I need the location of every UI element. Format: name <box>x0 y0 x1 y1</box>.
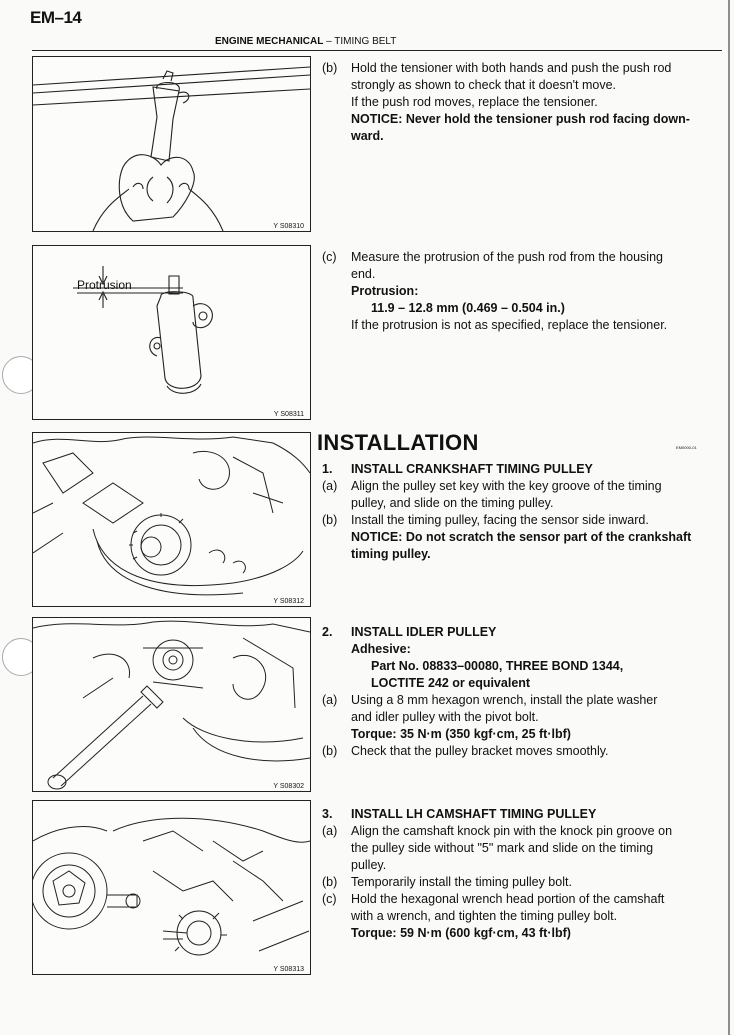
step2-a-text: Using a 8 mm hexagon wrench, install the… <box>351 692 726 743</box>
figure-id: Y S08313 <box>273 966 304 973</box>
subsection-title: TIMING BELT <box>334 36 397 47</box>
text-line: If the protrusion is not as specified, r… <box>351 318 668 332</box>
installation-heading: INSTALLATION <box>317 430 479 455</box>
step-b-label: (b) <box>322 61 338 75</box>
step3-a-label: (a) <box>322 824 338 838</box>
figure-tensioner-hold: Y S08310 <box>32 56 311 232</box>
figure-idler-pulley: Y S08302 <box>32 617 311 792</box>
step2-a-label: (a) <box>322 693 338 707</box>
section-title: ENGINE MECHANICAL <box>215 36 324 47</box>
step2-number: 2. <box>322 625 333 639</box>
text-line: If the push rod moves, replace the tensi… <box>351 95 598 109</box>
step3-b-text: Temporarily install the timing pulley bo… <box>351 875 572 889</box>
figure-crankshaft-pulley: Y S08312 <box>32 432 311 607</box>
figure-id: Y S08302 <box>273 783 304 790</box>
step1-b-text: Install the timing pulley, facing the se… <box>351 512 726 563</box>
text-line: Using a 8 mm hexagon wrench, install the… <box>351 693 658 707</box>
scan-edge-line <box>728 0 730 1035</box>
step1-b-label: (b) <box>322 513 338 527</box>
text-line: pulley, and slide on the timing pulley. <box>351 496 554 510</box>
text-line: Install the timing pulley, facing the se… <box>351 513 649 527</box>
text-line: pulley. <box>351 858 387 872</box>
text-line: strongly as shown to check that it doesn… <box>351 78 617 92</box>
notice-line: NOTICE: Never hold the tensioner push ro… <box>351 112 690 126</box>
torque-spec: Torque: 59 N·m (600 kgf·cm, 43 ft·lbf) <box>351 926 571 940</box>
text-line: the pulley side without "5" mark and sli… <box>351 841 654 855</box>
adhesive-part: Part No. 08833–00080, THREE BOND 1344, <box>371 659 624 673</box>
idler-pulley-illustration <box>33 620 310 790</box>
step1-title: INSTALL CRANKSHAFT TIMING PULLEY <box>351 462 593 476</box>
spec-label: Protrusion: <box>351 284 419 298</box>
figure-protrusion: Protrusion Y S08311 <box>32 245 311 420</box>
text-line: Hold the hexagonal wrench head portion o… <box>351 892 665 906</box>
step1-a-label: (a) <box>322 479 338 493</box>
adhesive-label: Adhesive: <box>351 642 411 656</box>
step1-number: 1. <box>322 462 333 476</box>
protrusion-illustration <box>73 266 213 394</box>
section-code: EM0000-01 <box>676 445 697 450</box>
tensioner-hold-illustration <box>33 66 310 231</box>
header-rule <box>32 50 722 51</box>
text-line: Align the pulley set key with the key gr… <box>351 479 662 493</box>
step-b-text: Hold the tensioner with both hands and p… <box>351 60 726 145</box>
step2-b-label: (b) <box>322 744 338 758</box>
text-line: Align the camshaft knock pin with the kn… <box>351 824 673 838</box>
figure-id: Y S08310 <box>273 223 304 230</box>
protrusion-callout: Protrusion <box>77 278 132 292</box>
step-c-text: Measure the protrusion of the push rod f… <box>351 249 726 334</box>
adhesive-part: LOCTITE 242 or equivalent <box>371 676 531 690</box>
step2-header: INSTALL IDLER PULLEY Adhesive: Part No. … <box>351 624 726 692</box>
step-c-label: (c) <box>322 250 337 264</box>
text-line: Hold the tensioner with both hands and p… <box>351 61 672 75</box>
step2-title: INSTALL IDLER PULLEY <box>351 625 497 639</box>
notice-line: timing pulley. <box>351 547 431 561</box>
step3-number: 3. <box>322 807 333 821</box>
header-separator: – <box>326 36 332 47</box>
torque-spec: Torque: 35 N·m (350 kgf·cm, 25 ft·lbf) <box>351 727 571 741</box>
crankshaft-pulley-illustration <box>33 436 310 596</box>
text-line: with a wrench, and tighten the timing pu… <box>351 909 618 923</box>
running-header: ENGINE MECHANICAL – TIMING BELT <box>215 36 396 47</box>
spec-value: 11.9 – 12.8 mm (0.469 – 0.504 in.) <box>371 301 565 315</box>
camshaft-pulley-illustration <box>33 817 310 956</box>
page-number: EM–14 <box>30 8 82 27</box>
text-line: Measure the protrusion of the push rod f… <box>351 250 663 264</box>
text-line: and idler pulley with the pivot bolt. <box>351 710 539 724</box>
step3-a-text: Align the camshaft knock pin with the kn… <box>351 823 726 874</box>
step1-a-text: Align the pulley set key with the key gr… <box>351 478 726 512</box>
notice-line: NOTICE: Do not scratch the sensor part o… <box>351 530 692 544</box>
notice-line: ward. <box>351 129 384 143</box>
step2-b-text: Check that the pulley bracket moves smoo… <box>351 744 609 758</box>
step3-c-text: Hold the hexagonal wrench head portion o… <box>351 891 726 942</box>
figure-camshaft-pulley: Y S08313 <box>32 800 311 975</box>
figure-id: Y S08312 <box>273 598 304 605</box>
step3-title: INSTALL LH CAMSHAFT TIMING PULLEY <box>351 807 597 821</box>
step3-b-label: (b) <box>322 875 338 889</box>
step3-c-label: (c) <box>322 892 337 906</box>
figure-id: Y S08311 <box>273 411 304 418</box>
text-line: end. <box>351 267 376 281</box>
